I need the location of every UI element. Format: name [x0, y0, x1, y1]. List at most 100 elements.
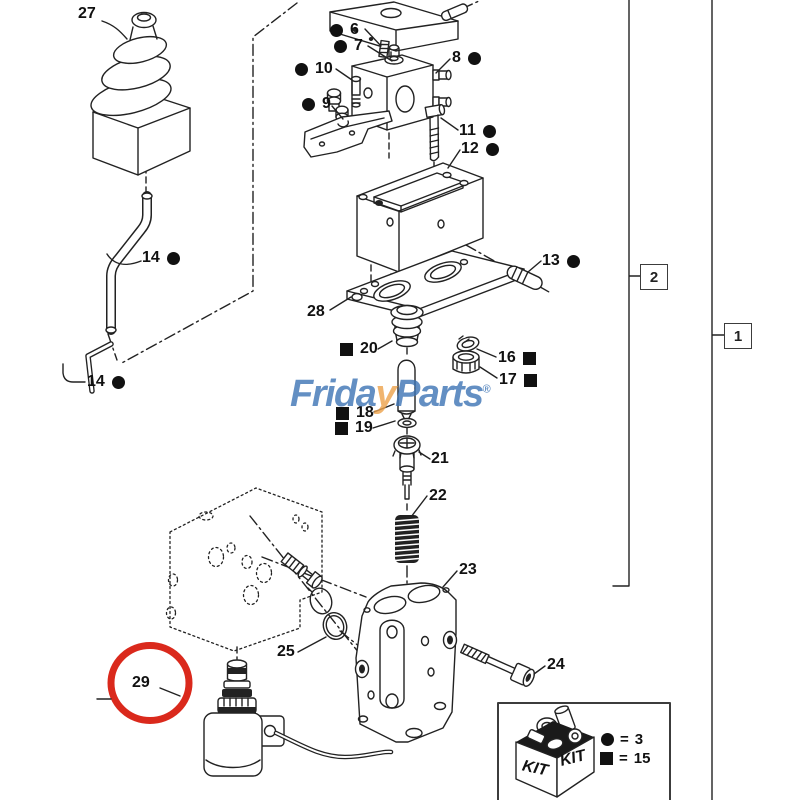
solenoid-valve-29	[203, 659, 394, 777]
screw-spring-piece	[280, 552, 323, 589]
circle-marker	[302, 97, 315, 111]
part-number: 7	[354, 37, 363, 54]
circle-marker	[295, 62, 308, 76]
callout-19: 19	[335, 420, 373, 436]
callout-21: 21	[431, 451, 449, 467]
callout-23: 23	[459, 562, 477, 578]
legend-square-row: = 15	[600, 751, 650, 766]
callout-7: 7	[334, 38, 363, 54]
group-number: 2	[649, 268, 659, 286]
callout-10: 10	[295, 61, 333, 77]
part-number: 29	[132, 674, 150, 691]
circle-marker	[111, 375, 125, 389]
o-rings-25	[307, 587, 348, 641]
callout-12: 12	[461, 141, 499, 157]
group-bracket-1	[711, 0, 725, 800]
part-number: 28	[307, 303, 325, 320]
square-marker	[335, 421, 348, 435]
group-ref-box-2: 2	[640, 264, 668, 290]
equals-sign: =	[620, 731, 629, 748]
part-number: 17	[499, 371, 517, 388]
callout-27: 27	[78, 6, 96, 22]
circle-kit-qty: 3	[634, 731, 644, 748]
callout-17: 17	[499, 372, 537, 388]
manifold-block	[165, 487, 323, 652]
group-number: 1	[733, 327, 743, 345]
retainer-17	[452, 350, 480, 374]
plunger-18	[397, 359, 416, 421]
circle-marker	[485, 142, 499, 156]
kit-box-art	[497, 702, 671, 800]
bolt-24	[460, 643, 535, 687]
callout-25: 25	[277, 644, 295, 660]
part-number: 24	[547, 656, 565, 673]
part-number: 16	[498, 349, 516, 366]
callout-6: 6	[330, 22, 359, 38]
part-number: 13	[542, 252, 560, 269]
part-number: 12	[461, 140, 479, 157]
callout-13: 13	[542, 253, 580, 269]
part-number: 18	[356, 404, 374, 421]
callout-28: 28	[307, 304, 325, 320]
part-number: 9	[322, 95, 331, 112]
part-number: 21	[431, 450, 449, 467]
part-number: 14	[142, 249, 160, 266]
part-number: 11	[459, 122, 476, 139]
callout-8: 8	[452, 50, 481, 66]
callout-16: 16	[498, 350, 536, 366]
square-marker	[340, 342, 353, 356]
housing-12	[356, 162, 484, 273]
callout-14-pin: 14	[87, 374, 125, 390]
square-marker	[523, 373, 537, 387]
pin-13	[506, 265, 543, 291]
callout-22: 22	[429, 488, 447, 504]
callout-20: 20	[340, 341, 378, 357]
spring-6	[378, 39, 390, 59]
link-pin-14	[85, 341, 114, 394]
valve-body-23	[354, 582, 458, 743]
equals-sign: =	[619, 750, 628, 767]
square-marker	[522, 351, 536, 365]
part-number: 25	[277, 643, 295, 660]
snap-ring-16	[455, 331, 480, 352]
circle-marker	[330, 23, 343, 37]
top-mounting-block	[329, 1, 469, 52]
adjuster-stem-21	[392, 435, 422, 500]
part-number: 14	[87, 373, 105, 390]
part-number: 23	[459, 561, 477, 578]
part-number: 27	[78, 5, 96, 22]
cam-bracket-9	[303, 110, 393, 158]
callout-9: 9	[302, 96, 331, 112]
group-bracket-2	[612, 0, 641, 587]
circle-marker	[334, 39, 347, 53]
part-number: 22	[429, 487, 447, 504]
callout-24: 24	[547, 657, 565, 673]
circle-marker	[566, 254, 580, 268]
joystick-boot-27	[90, 11, 191, 176]
part-number: 6	[350, 21, 359, 38]
highlight-circle-29	[107, 642, 193, 724]
washer-19	[397, 417, 417, 429]
part-number: 19	[355, 419, 373, 436]
callout-29-highlighted: 29	[132, 675, 150, 691]
spring-22	[394, 515, 420, 563]
part-number: 8	[452, 49, 461, 66]
legend-circle-row: = 3	[601, 732, 643, 747]
part-number: 20	[360, 340, 378, 357]
spool-cap-20	[390, 304, 424, 348]
square-marker	[600, 752, 613, 765]
circle-marker	[467, 51, 481, 65]
circle-marker	[166, 251, 180, 265]
bolt-11	[424, 103, 446, 162]
callout-18: 18	[336, 405, 374, 421]
group-ref-box-1: 1	[724, 323, 752, 349]
leader-lines	[62, 20, 546, 700]
square-kit-qty: 15	[633, 750, 651, 767]
part-number: 10	[315, 60, 333, 77]
callout-11: 11	[459, 123, 496, 139]
circle-marker	[482, 124, 496, 138]
lever-rod-14	[105, 191, 153, 335]
plate-28	[346, 250, 525, 318]
